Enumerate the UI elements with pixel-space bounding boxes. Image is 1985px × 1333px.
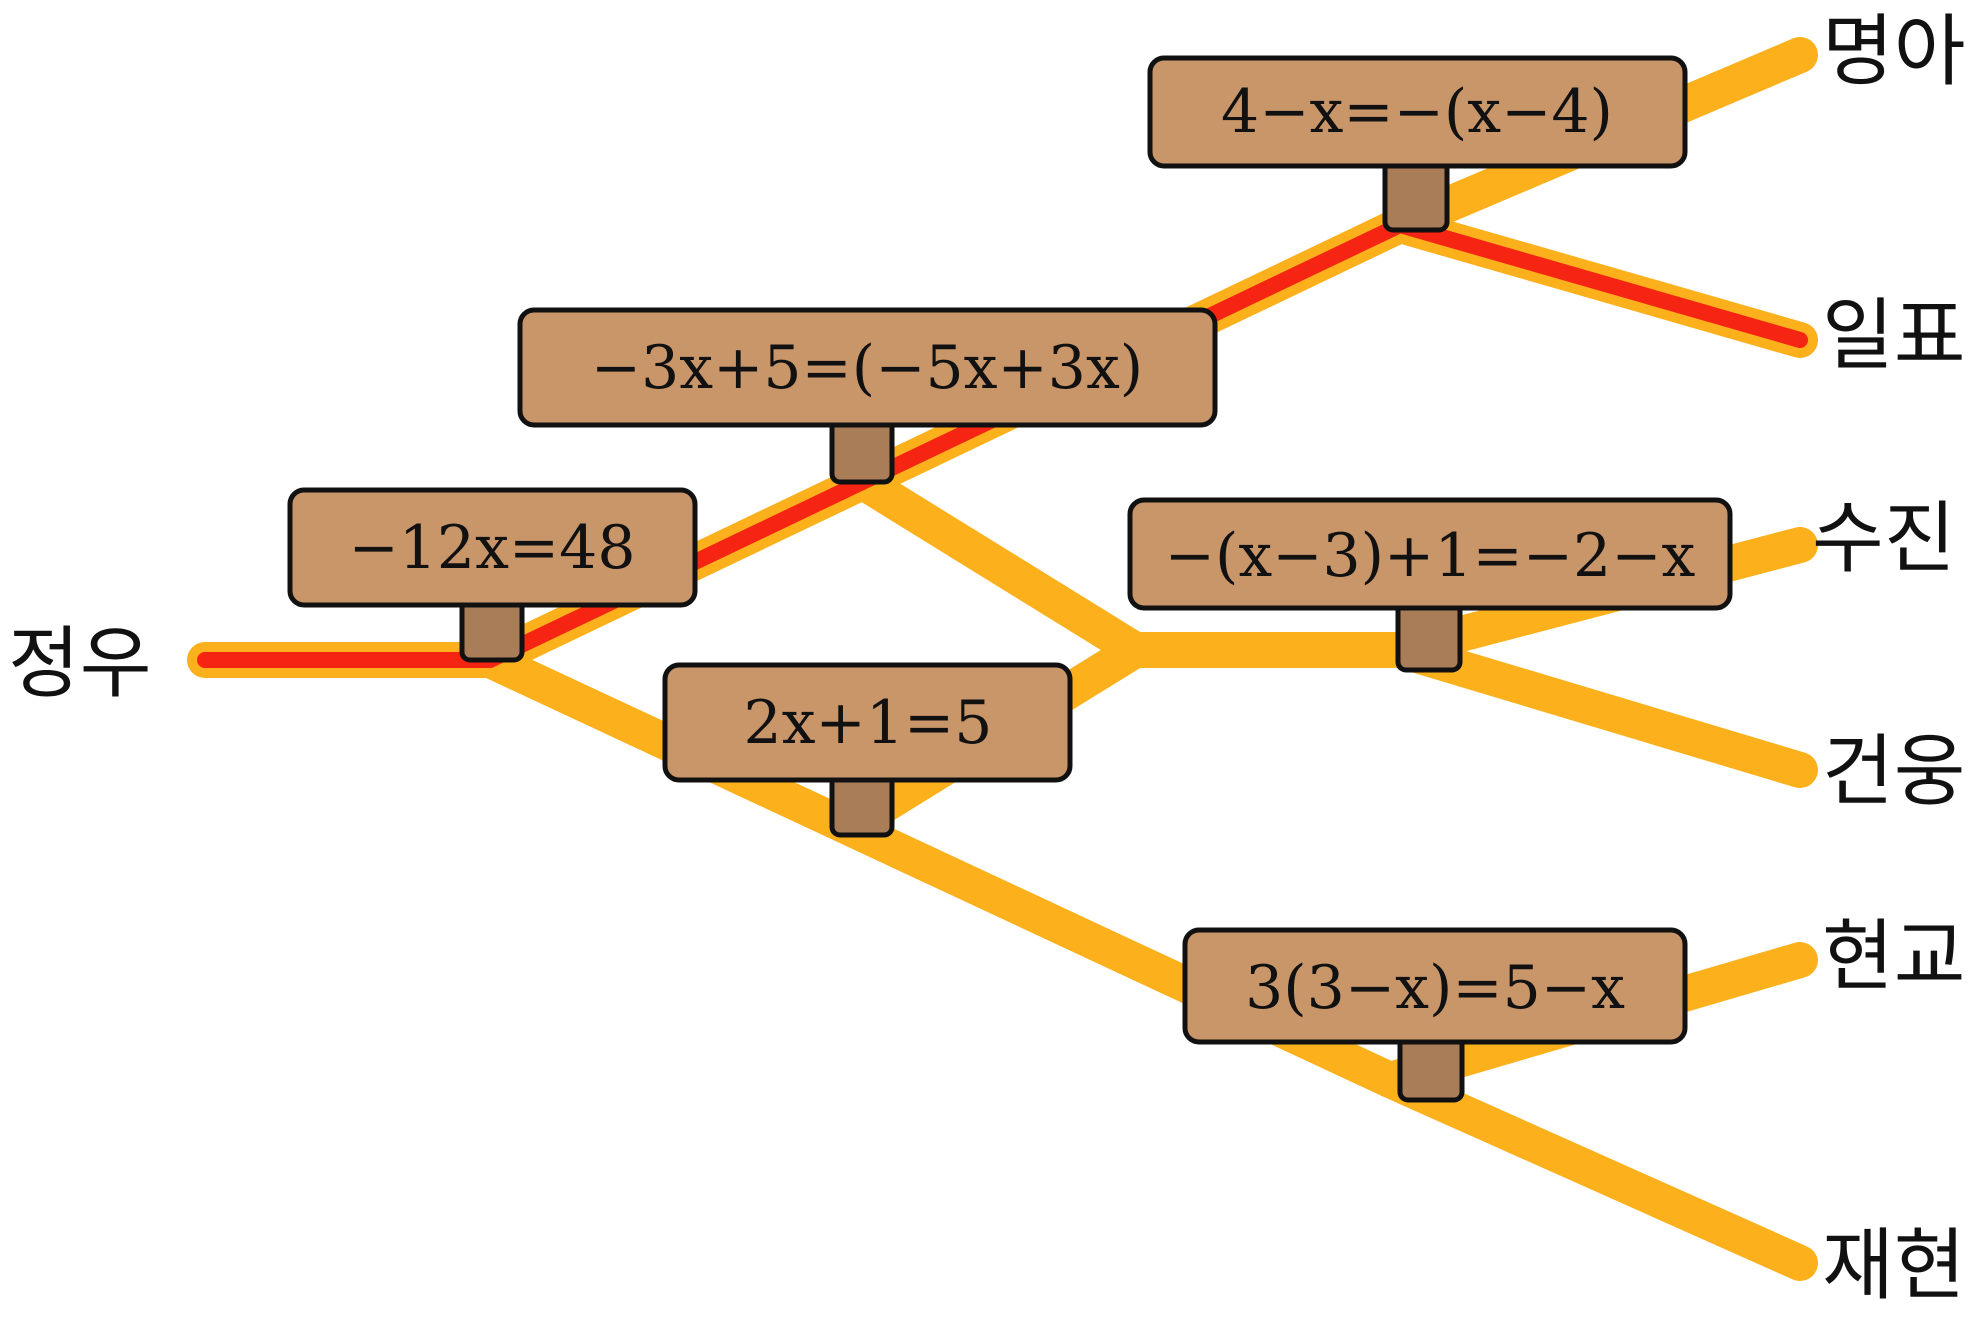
sign-b: −3x+5=(−5x+3x) <box>517 307 1218 485</box>
sign-a: −12x=48 <box>287 487 698 663</box>
highlight-route <box>197 217 1808 668</box>
sign-e: −(x−3)+1=−2−x <box>1127 497 1733 673</box>
sign-equation: −3x+5=(−5x+3x) <box>591 333 1143 403</box>
sign-board <box>1182 927 1688 1045</box>
sign-equation: 3(3−x)=5−x <box>1245 953 1625 1023</box>
sign-board <box>1147 55 1688 169</box>
sign-f: 3(3−x)=5−x <box>1182 927 1688 1103</box>
destination-myeonga: 명아 <box>1822 7 1966 97</box>
start-label: 정우 <box>8 619 152 709</box>
sign-equation: 2x+1=5 <box>744 688 993 758</box>
sign-board <box>1127 497 1733 611</box>
destination-ilpyo: 일표 <box>1822 291 1966 381</box>
sign-equation: −12x=48 <box>348 513 635 583</box>
road-branch-geonung <box>1382 632 1818 788</box>
sign-board <box>287 487 698 608</box>
destination-labels: 명아 일표 수진 건웅 현교 재현 <box>1812 7 1966 1311</box>
destination-jaehyeon: 재현 <box>1822 1221 1966 1311</box>
destination-sujin: 수진 <box>1812 494 1956 584</box>
sign-equation: 4−x=−(x−4) <box>1221 77 1613 147</box>
sign-c: 2x+1=5 <box>662 662 1073 838</box>
sign-equation: −(x−3)+1=−2−x <box>1165 521 1696 591</box>
sign-board <box>662 662 1073 783</box>
sign-board <box>517 307 1218 428</box>
destination-geonung: 건웅 <box>1822 727 1966 817</box>
sign-d: 4−x=−(x−4) <box>1147 55 1688 233</box>
destination-hyeongyo: 현교 <box>1822 912 1966 1002</box>
